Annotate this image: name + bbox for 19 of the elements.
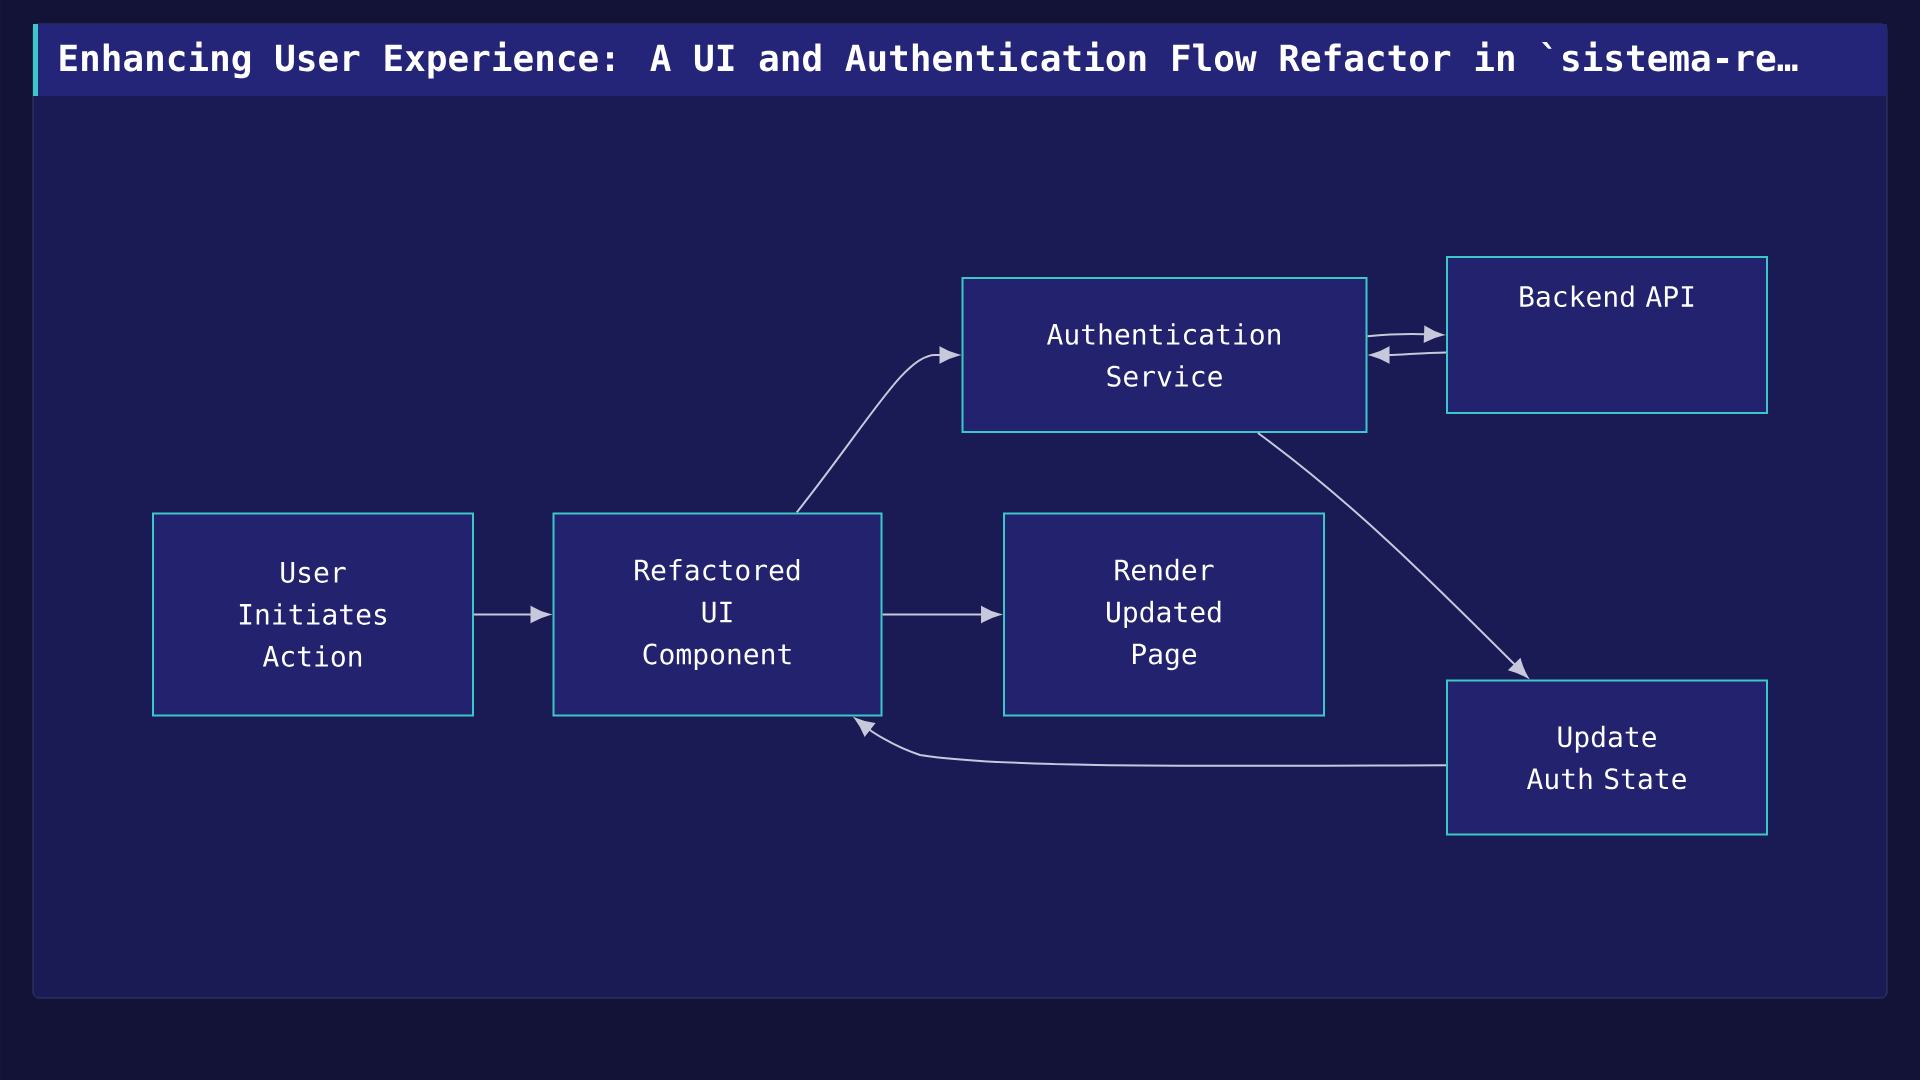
box-label: Authentication Service [1047,323,1280,387]
box-label: Refactored UI Component [635,558,800,671]
process-box [152,512,474,717]
process-box [1003,512,1325,717]
process-box [552,512,883,717]
arrow [854,717,1447,767]
process-box [1446,256,1768,414]
arrow [1370,346,1447,364]
box-label: Render Updated Page [1107,558,1221,671]
box-label: Update Auth State [1527,725,1686,790]
arrow [1256,432,1529,678]
box-label: Backend API [1520,285,1694,308]
arrow [1366,326,1444,343]
process-box [1446,679,1768,836]
arrow [795,346,959,514]
title-bar: Enhancing User Experience: A UI and Authentication Flow Refactor in `sistema-re… [33,24,1887,96]
process-box [961,277,1368,433]
arrow [881,606,1001,623]
box-label: User Initiates Action [239,562,387,667]
